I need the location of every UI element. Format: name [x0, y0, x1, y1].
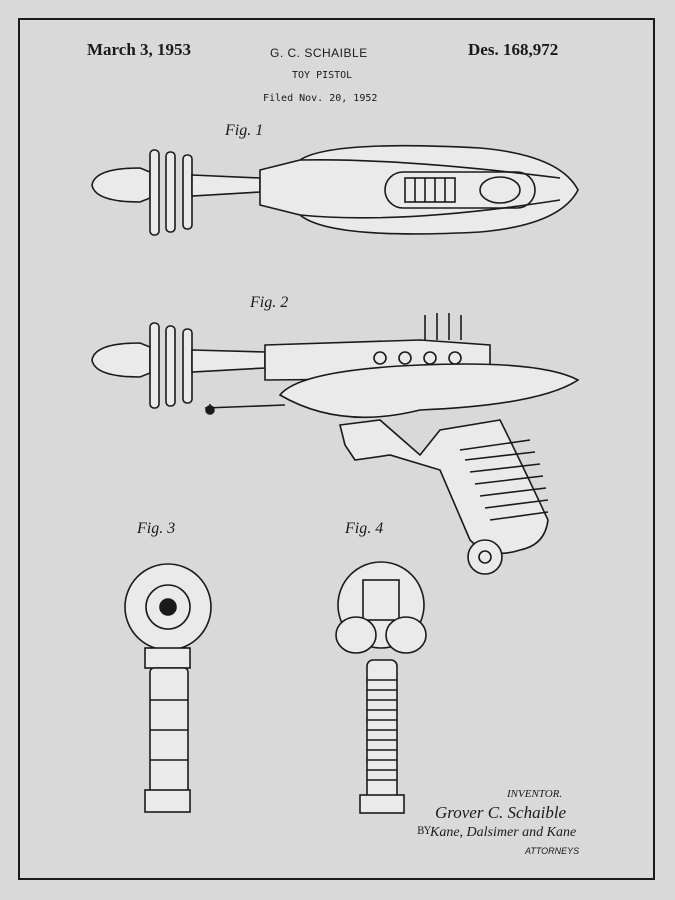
fig-1-label: Fig. 1: [225, 122, 264, 139]
attorney-signature: Kane, Dalsimer and Kane: [430, 825, 577, 840]
patent-date: March 3, 1953: [87, 40, 192, 59]
inventor-signature: Grover C. Schaible: [435, 803, 567, 822]
filed-date: Filed Nov. 20, 1952: [263, 93, 378, 104]
fig-4-drawing: [335, 561, 427, 814]
fig-3-drawing: [124, 563, 212, 813]
inventor-short-name: G. C. SCHAIBLE: [270, 46, 368, 60]
patent-number: Des. 168,972: [468, 40, 559, 59]
fig-2-drawing: [91, 313, 580, 575]
fig-3-label: Fig. 3: [137, 520, 176, 537]
attorneys-label: ATTORNEYS: [525, 846, 580, 856]
drawing-border: [18, 18, 655, 880]
fig-1-drawing: [91, 144, 579, 236]
fig-2-label: Fig. 2: [250, 294, 289, 311]
patent-title: TOY PISTOL: [292, 70, 353, 81]
by-label: BY: [417, 826, 431, 837]
inventor-label: INVENTOR.: [507, 788, 563, 800]
fig-4-label: Fig. 4: [345, 520, 384, 537]
